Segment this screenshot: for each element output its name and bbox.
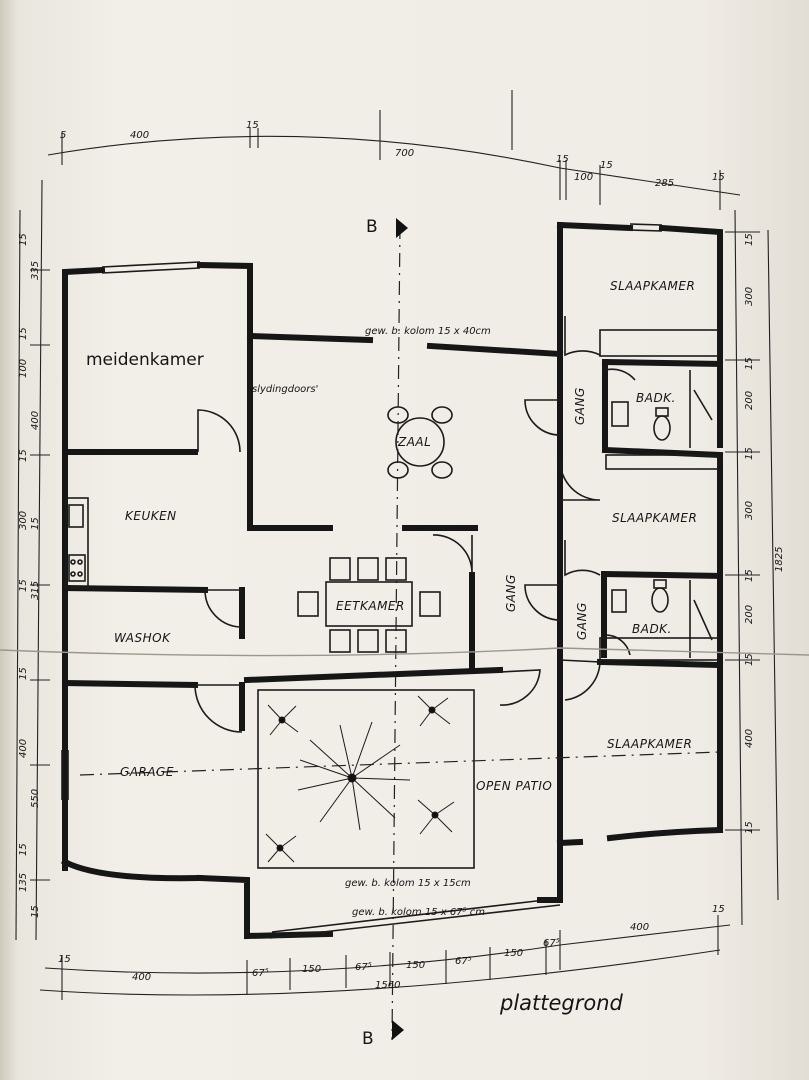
- dimension-lines-bottom: [39, 915, 731, 1000]
- plant-small-4-icon: [265, 833, 297, 863]
- dim-left-12: 400: [18, 739, 29, 758]
- dim-left-15: 135: [18, 873, 29, 892]
- dim-bottom-4: 150: [302, 964, 321, 975]
- note-kolom-top: gew. b. kolom 15 x 40cm: [365, 326, 491, 337]
- plant-small-3-icon: [417, 799, 455, 835]
- dimension-labels-top: 5 400 15 700 15 15 100 285 15: [60, 120, 725, 189]
- dim-bottom-5: 67⁵: [355, 962, 372, 973]
- room-label-slaapkamer-3: SLAAPKAMER: [607, 737, 692, 751]
- eetkamer-table-icon: [325, 581, 413, 627]
- dim-bottom-9: 67⁵: [543, 938, 560, 949]
- room-label-gang-1: GANG: [573, 387, 587, 425]
- section-marker-top: B: [366, 217, 378, 237]
- dim-bottom-total: 1560: [375, 980, 400, 991]
- dimension-lines-top: [47, 128, 741, 210]
- dim-top-7: 100: [574, 172, 593, 183]
- room-label-slaapkamer-2: SLAAPKAMER: [612, 511, 697, 525]
- section-marker-bottom: B: [362, 1029, 374, 1049]
- room-label-zaal: ZAAL: [397, 435, 431, 449]
- furniture: [297, 406, 453, 653]
- dim-left-5: 400: [30, 411, 41, 430]
- zaal-table-icon: [395, 417, 445, 467]
- dim-left-9: 315: [30, 581, 41, 600]
- doors-and-windows: [61, 223, 719, 939]
- dimension-lines-left: [15, 179, 50, 941]
- dim-left-1: 15: [18, 233, 29, 246]
- dim-left-8: 15: [30, 517, 41, 530]
- section-arrow-bottom-icon: [392, 1020, 404, 1040]
- dim-top-4: 700: [395, 148, 414, 159]
- dim-bottom-2: 400: [132, 972, 151, 983]
- dim-top-6: 15: [600, 160, 613, 171]
- room-label-gang-3: GANG: [575, 602, 589, 640]
- construction-notes: slydingdoors' gew. b. kolom 15 x 40cm ge…: [252, 326, 491, 918]
- room-label-eetkamer: EETKAMER: [336, 599, 405, 613]
- dim-left-2: 335: [30, 261, 41, 280]
- dim-left-13: 550: [30, 789, 41, 808]
- dimension-labels-right: 15 300 15 200 15 300 15 200 15 400 15 18…: [744, 233, 785, 834]
- dim-top-3: 15: [246, 120, 259, 131]
- dim-right-1: 15: [744, 233, 755, 246]
- dimension-lines-right: [725, 209, 779, 926]
- dim-top-9: 15: [712, 172, 725, 183]
- dim-left-7: 300: [18, 511, 29, 530]
- dim-right-8: 200: [744, 605, 755, 624]
- section-arrow-top-icon: [396, 218, 408, 238]
- dim-left-16: 15: [30, 905, 41, 918]
- dim-bottom-3: 67⁵: [252, 968, 269, 979]
- dimension-labels-bottom: 15 400 67⁵ 150 67⁵ 150 67⁵ 150 67⁵ 400 1…: [58, 904, 725, 991]
- dim-left-14: 15: [18, 843, 29, 856]
- room-label-keuken: KEUKEN: [125, 509, 177, 523]
- room-label-badk-2: BADK.: [632, 622, 672, 636]
- dim-right-9: 15: [744, 653, 755, 666]
- dim-right-3: 15: [744, 357, 755, 370]
- room-label-washok: WASHOK: [114, 631, 171, 645]
- room-label-meidenkamer: meidenkamer: [86, 350, 204, 370]
- page-fold-line: [0, 647, 809, 657]
- room-label-gang-2: GANG: [504, 574, 518, 612]
- dim-left-6: 15: [18, 449, 29, 462]
- room-label-garage: GARAGE: [120, 765, 174, 779]
- dim-right-2: 300: [744, 287, 755, 306]
- dim-bottom-8: 150: [504, 948, 523, 959]
- dim-left-10: 15: [18, 579, 29, 592]
- dim-top-5: 15: [556, 154, 569, 165]
- dim-right-5: 15: [744, 447, 755, 460]
- dim-top-8: 285: [655, 178, 674, 189]
- dim-right-10: 400: [744, 729, 755, 748]
- dim-bottom-1: 15: [58, 954, 71, 965]
- dim-left-4: 100: [18, 359, 29, 378]
- drawing-caption: plattegrond: [499, 991, 624, 1015]
- dim-bottom-7: 67⁵: [455, 956, 472, 967]
- note-slydingdoors: slydingdoors': [252, 384, 318, 395]
- section-line-b: B B: [362, 90, 513, 1049]
- note-kolom-patio: gew. b. kolom 15 x 15cm: [345, 878, 471, 889]
- dim-right-7: 15: [744, 569, 755, 582]
- dim-left-3: 15: [18, 327, 29, 340]
- dim-top-2: 400: [130, 130, 149, 141]
- dimension-labels-left: 15 335 15 100 400 15 300 15 315 15 15 40…: [18, 233, 41, 918]
- dim-right-6: 300: [744, 501, 755, 520]
- plant-small-2-icon: [417, 695, 451, 727]
- patio-plants: [79, 689, 721, 869]
- plant-small-1-icon: [267, 704, 299, 736]
- plant-large-icon: [297, 721, 411, 831]
- dim-right-total: 1825: [774, 547, 785, 572]
- dim-right-4: 200: [744, 391, 755, 410]
- dim-left-11: 15: [18, 667, 29, 680]
- dim-bottom-11: 15: [712, 904, 725, 915]
- room-labels: meidenkamer KEUKEN WASHOK GARAGE ZAAL EE…: [86, 279, 697, 793]
- room-label-badk-1: BADK.: [636, 391, 676, 405]
- room-label-slaapkamer-1: SLAAPKAMER: [610, 279, 695, 293]
- dim-bottom-10: 400: [630, 922, 649, 933]
- dim-bottom-6: 150: [406, 960, 425, 971]
- dim-right-11: 15: [744, 821, 755, 834]
- note-kolom-bottom: gew. b. kolom 15 x 67⁵ cm: [352, 907, 485, 918]
- dim-top-1: 5: [60, 130, 66, 141]
- room-label-open-patio: OPEN PATIO: [476, 779, 552, 793]
